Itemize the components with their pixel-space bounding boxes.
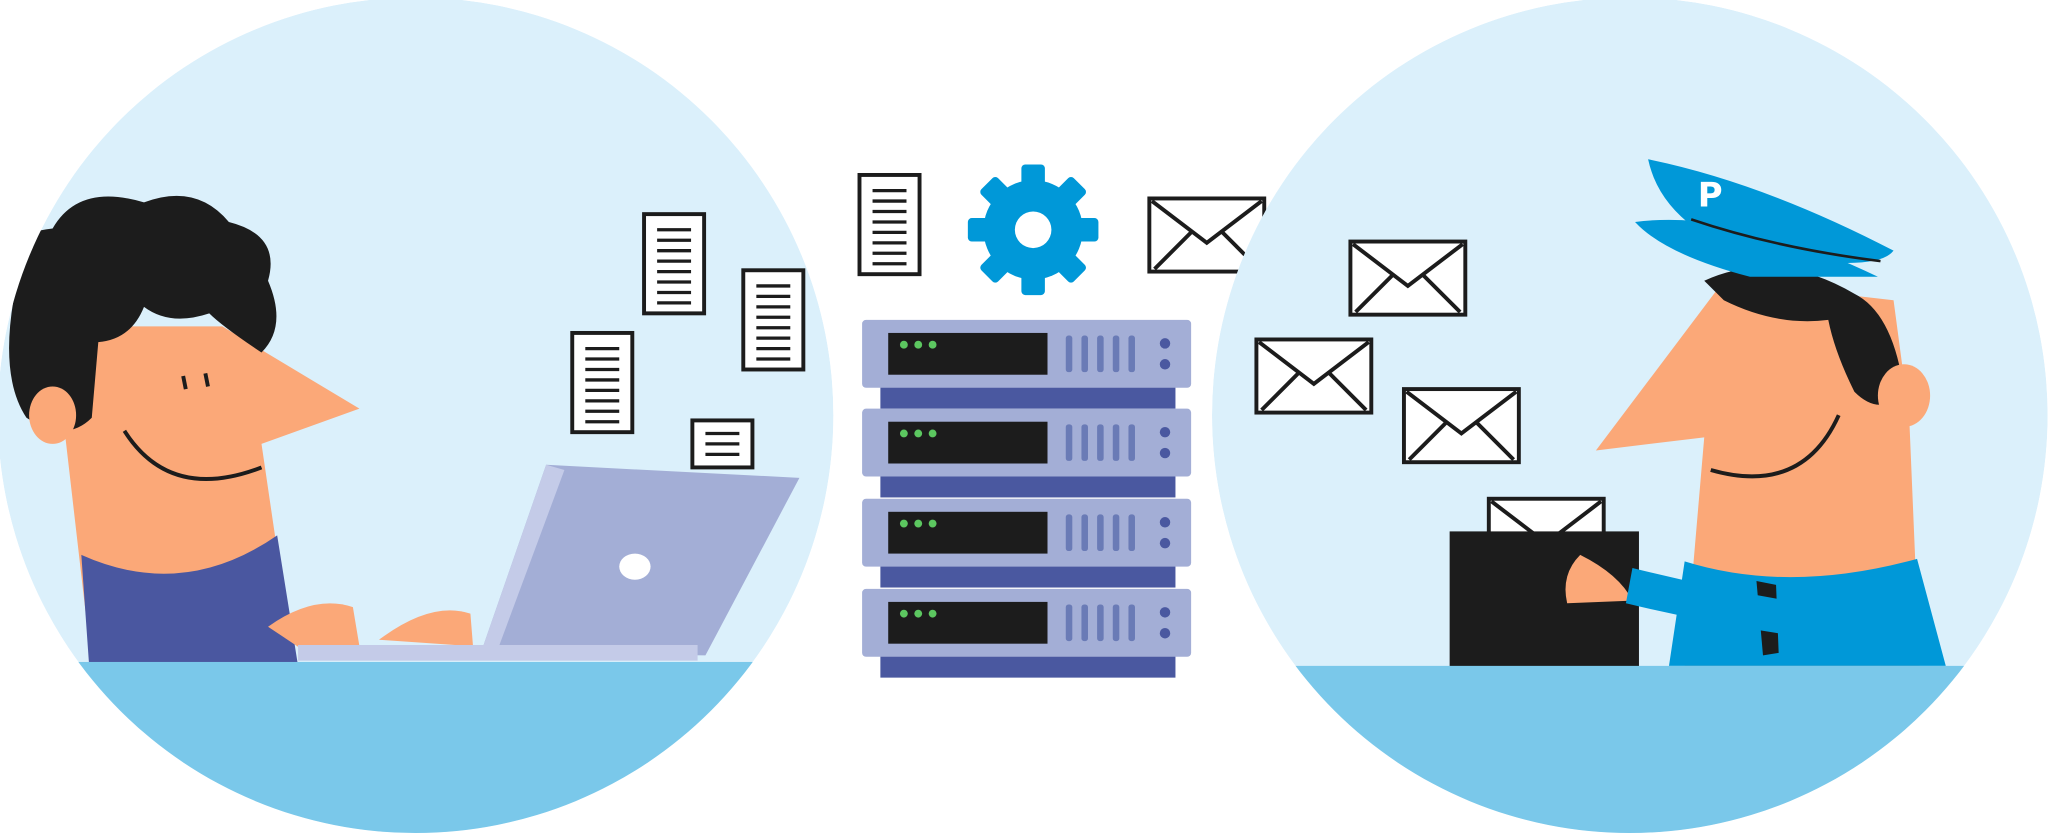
server-unit <box>862 319 1192 409</box>
postman-ear <box>1877 364 1931 427</box>
user-smile <box>122 429 263 481</box>
document-icon <box>690 418 755 470</box>
document-icon <box>570 330 635 435</box>
user-hand-right <box>379 610 474 647</box>
gear-icon <box>967 164 1099 296</box>
document-icon <box>741 268 806 372</box>
laptop-logo <box>619 553 651 580</box>
document-icon <box>857 172 922 277</box>
user-shirt <box>81 535 299 666</box>
server-unit <box>862 588 1192 678</box>
envelope-icon <box>1348 239 1468 317</box>
mail-bag <box>1449 496 1881 676</box>
mail-server <box>857 164 1267 678</box>
right-scene-postman: P <box>1212 0 2048 833</box>
left-desk <box>0 661 834 833</box>
postman-arm <box>1625 567 1881 647</box>
server-unit <box>862 498 1192 588</box>
postman-smile <box>1710 414 1841 479</box>
server-unit <box>862 408 1192 498</box>
laptop <box>298 464 800 661</box>
postman-hair <box>1704 267 1905 405</box>
postman-cap: P <box>1635 159 1894 277</box>
postman: P <box>1449 159 1946 676</box>
outgoing-documents <box>570 212 806 470</box>
postman-hand <box>1565 554 1633 604</box>
right-desk <box>1212 665 2048 833</box>
envelope-icon <box>1254 337 1374 415</box>
user-hair <box>5 195 277 431</box>
user-hand-left <box>268 603 360 653</box>
envelope-icon <box>1401 387 1521 465</box>
user-ear <box>29 386 77 444</box>
document-icon <box>642 212 707 316</box>
user-eye <box>181 375 188 390</box>
user-person <box>5 195 474 666</box>
left-scene-user-at-laptop <box>0 0 834 833</box>
cap-letter: P <box>1698 175 1723 215</box>
